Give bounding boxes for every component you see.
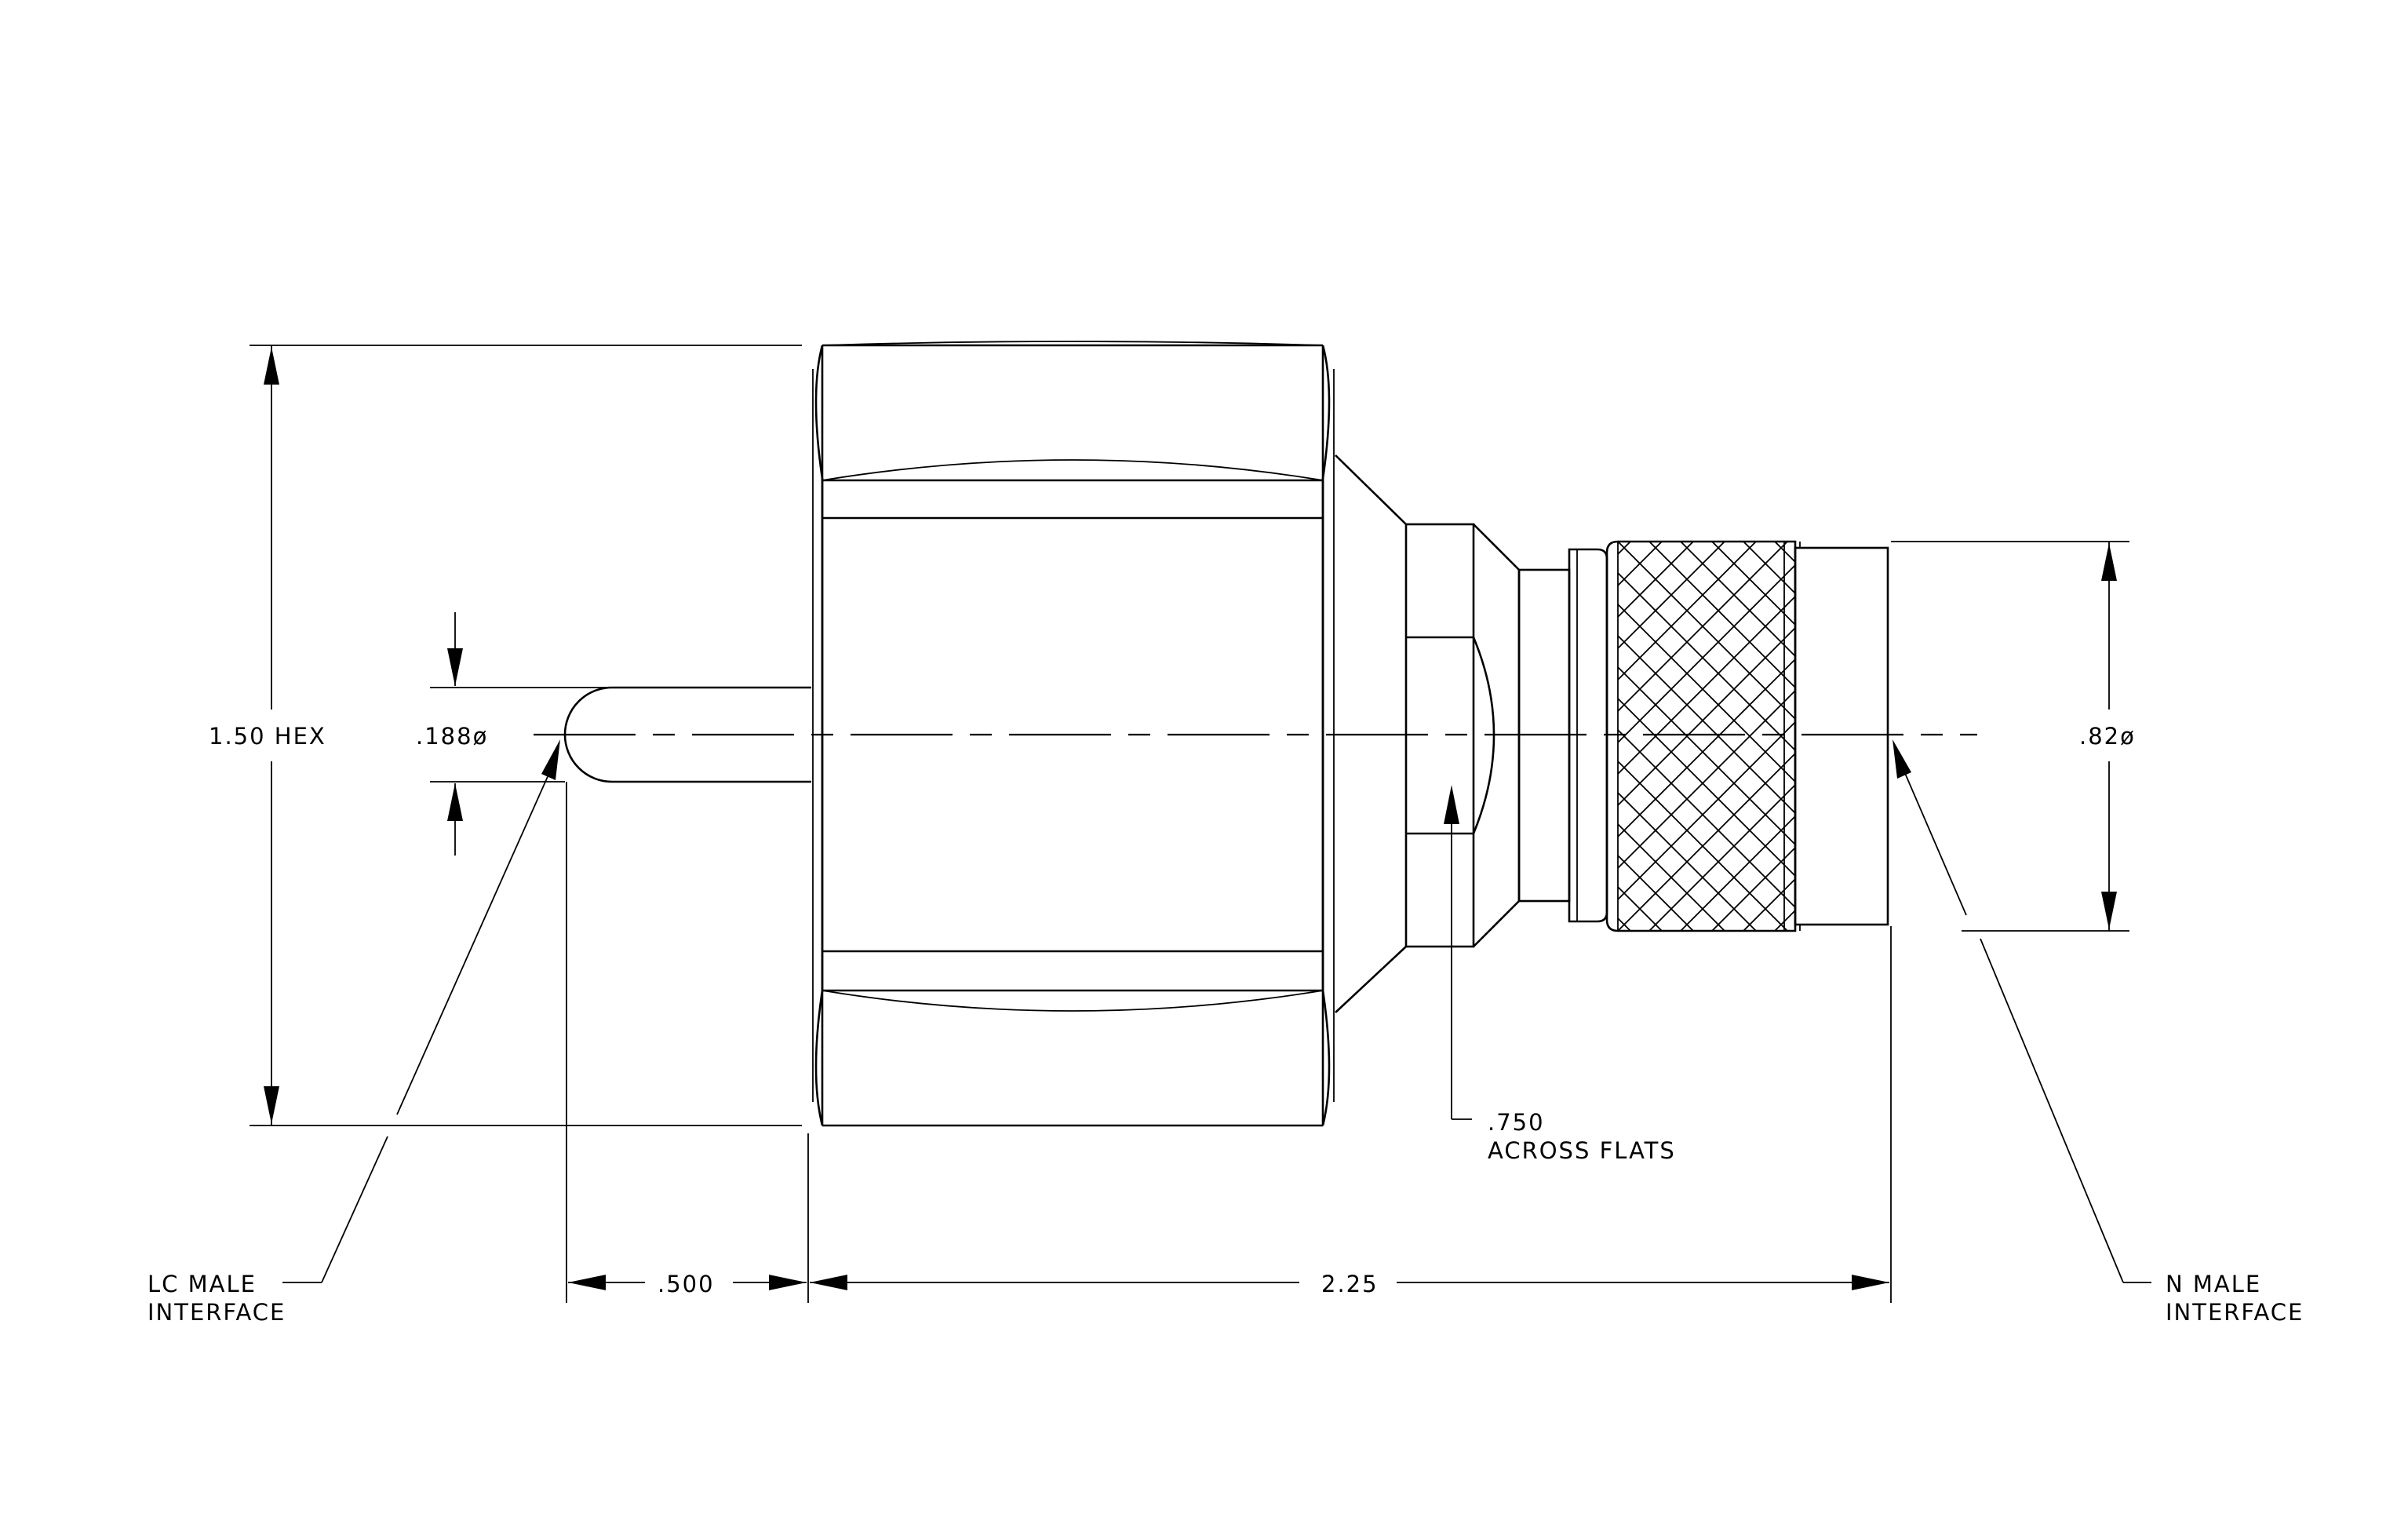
knurl-line [1147,542,1536,931]
knurl-line [1618,854,1694,931]
knurl-line [1618,595,1795,775]
knurl-line [1618,542,1631,556]
knurl-line [1618,542,1788,713]
knurl-line [1743,542,1795,595]
pin-dim-label: .188ø [416,723,488,750]
od-dimension: .82ø [1891,541,2136,932]
knurl-line [1680,815,1795,931]
cone-taper [1335,454,1407,1013]
knurl-line [1618,823,1725,931]
knurl-line [1618,721,1795,901]
knurl-line [2246,542,2408,931]
lc-male-pin [563,686,811,783]
knurl-line [1743,877,1795,931]
knurl-line [1618,791,1757,931]
knurl-line [1963,542,2352,931]
lc-interface-leader: LC MALE INTERFACE [148,739,560,1326]
knurl-line [1178,542,1568,931]
knurl-line [1806,542,2195,931]
knurled-nut [1147,540,2408,932]
hex-body [812,341,1335,1127]
knurl-line [1618,760,1788,931]
knurl-line [1147,542,1536,931]
knurl-line [1210,542,1599,931]
knurl-line [1869,542,2258,931]
knurl-line [1680,542,1795,658]
od-dim-label: .82ø [2079,723,2136,750]
pin-length-label: .500 [658,1271,715,1297]
knurl-line [2151,542,2408,931]
knurl-line [1618,542,1795,721]
knurl-line [2120,542,2408,931]
knurl-line [2183,542,2408,931]
flats-leader: .750 ACROSS FLATS [1444,785,1676,1164]
knurl-line [2120,542,2408,931]
flats-dim-value: .750 [1488,1109,1545,1136]
knurl-line [2089,542,2408,931]
knurl-line [1806,542,2195,931]
knurl-line [1648,542,1795,689]
knurl-line [1711,542,1795,626]
n-interface-leader: N MALE INTERFACE [1893,739,2304,1326]
knurl-line [2214,542,2408,931]
n-male-sleeve [1794,542,1889,931]
knurl-line [1178,542,1568,931]
knurl-line [1210,542,1599,931]
lc-label-line2: INTERFACE [148,1299,286,1326]
pin-diameter-dimension: .188ø [416,612,612,856]
knurl-line [1618,542,1663,587]
knurl-line [1838,542,2227,931]
neck [1517,548,1608,923]
knurl-line [1618,689,1795,870]
knurl-line [1618,626,1795,807]
overall-length-label: 2.25 [1321,1271,1379,1297]
knurl-line [2214,542,2408,931]
knurl-line [2246,542,2408,931]
knurl-line [1618,885,1663,931]
knurl-line [1838,542,2227,931]
knurl-line [1618,564,1795,744]
knurl-pattern [1147,542,2408,931]
hex-dim-label: 1.50 HEX [209,723,326,750]
lc-label-line1: LC MALE [148,1271,257,1297]
length-dimensions: .500 2.25 [566,782,1892,1303]
flats-dim-text: ACROSS FLATS [1488,1137,1676,1164]
knurl-line [1618,542,1694,618]
knurl-line [1618,542,1757,681]
knurl-line [1648,783,1795,931]
hex-dimension: 1.50 HEX [209,345,802,1126]
knurl-line [1618,542,1725,650]
knurl-line [1618,917,1631,931]
knurl-line [1995,542,2384,931]
knurl-line [1869,542,2258,931]
knurl-line [2151,542,2408,931]
n-label-line1: N MALE [2166,1271,2261,1297]
knurl-line [1995,542,2384,931]
knurl-line [1963,542,2352,931]
n-label-line2: INTERFACE [2166,1299,2304,1326]
knurl-line [2183,542,2408,931]
knurl-line [1618,658,1795,838]
knurl-line [1618,752,1795,931]
knurl-line [2089,542,2408,931]
knurl-line [1711,846,1795,931]
